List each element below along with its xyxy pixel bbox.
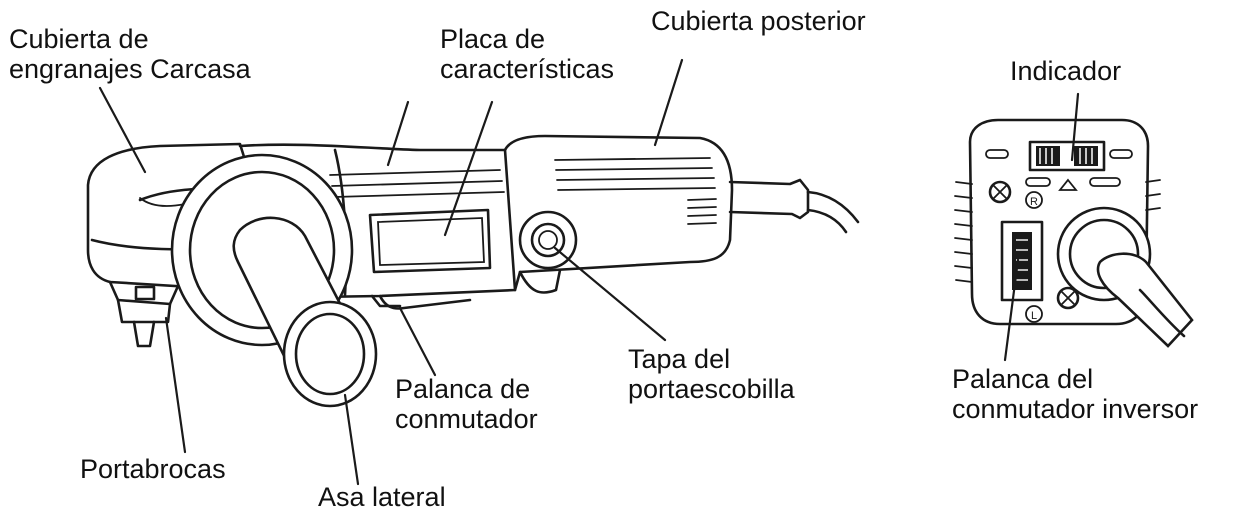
label-switch-lever: Palanca de conmutador (395, 374, 538, 434)
leader-side-handle (345, 395, 358, 484)
leader-brush-cap (555, 248, 665, 340)
label-chuck: Portabrocas (80, 454, 226, 484)
label-switch-lever-line-1: Palanca de (395, 374, 538, 404)
label-chuck-line-1: Portabrocas (80, 454, 226, 484)
label-rear-cover: Cubierta posterior (651, 6, 866, 36)
cord-drawing (730, 180, 858, 232)
label-nameplate-line-1: Placa de (440, 24, 614, 54)
label-indicator: Indicador (1010, 56, 1121, 86)
leader-carcasa (388, 102, 408, 165)
label-nameplate: Placa de características (440, 24, 614, 84)
side-handle-drawing (172, 155, 376, 406)
label-brush-cap-line-2: portaescobilla (628, 374, 795, 404)
label-gear-housing: Cubierta de engranajes Carcasa (9, 24, 251, 84)
label-reversing-lever-line-1: Palanca del (952, 364, 1198, 394)
label-brush-cap: Tapa del portaescobilla (628, 344, 795, 404)
label-brush-cap-line-1: Tapa del (628, 344, 795, 374)
label-nameplate-line-2: características (440, 54, 614, 84)
leader-switch-lever (400, 308, 435, 375)
mark-r: R (1030, 196, 1038, 208)
leader-reversing-lever (1005, 260, 1018, 360)
label-gear-housing-line-1: Cubierta de (9, 24, 251, 54)
label-switch-lever-line-2: conmutador (395, 404, 538, 434)
leader-chuck (166, 318, 185, 452)
label-side-handle-line-1: Asa lateral (318, 482, 446, 512)
leader-rear-cover (655, 60, 682, 145)
label-reversing-lever: Palanca del conmutador inversor (952, 364, 1198, 424)
leader-nameplate (445, 102, 492, 235)
nameplate-drawing (370, 210, 490, 272)
mark-l: L (1031, 310, 1037, 322)
label-reversing-lever-line-2: conmutador inversor (952, 394, 1198, 424)
label-rear-cover-line-1: Cubierta posterior (651, 6, 866, 36)
label-indicator-line-1: Indicador (1010, 56, 1121, 86)
label-gear-housing-line-2: engranajes Carcasa (9, 54, 251, 84)
label-side-handle: Asa lateral (318, 482, 446, 512)
